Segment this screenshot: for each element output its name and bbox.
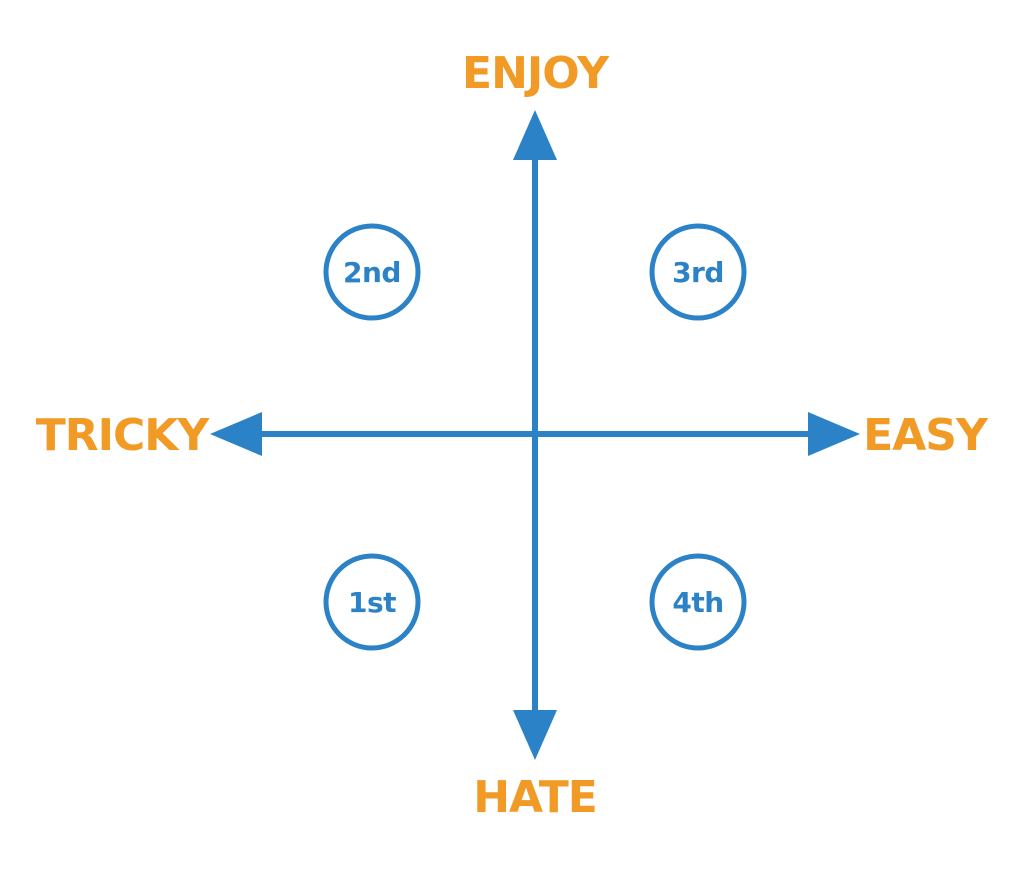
quadrant-label: 4th [672,586,723,619]
arrow-down-icon [513,710,557,760]
quadrant-badge-top-left: 2nd [323,223,421,321]
vertical-axis [513,110,557,760]
quadrant-badge-top-right: 3rd [649,223,747,321]
axis-label-bottom: HATE [473,772,597,823]
arrow-right-icon [808,412,860,456]
horizontal-axis [210,412,860,456]
quadrant-label: 3rd [672,256,724,289]
quadrant-badge-bottom-right: 4th [649,553,747,651]
axis-label-left: TRICKY [36,410,211,461]
axis-label-top: ENJOY [462,48,610,99]
quadrant-label: 1st [348,586,396,619]
axis-label-right: EASY [863,410,989,461]
quadrant-badge-bottom-left: 1st [323,553,421,651]
arrow-left-icon [210,412,262,456]
quadrant-label: 2nd [343,256,401,289]
arrow-up-icon [513,110,557,160]
